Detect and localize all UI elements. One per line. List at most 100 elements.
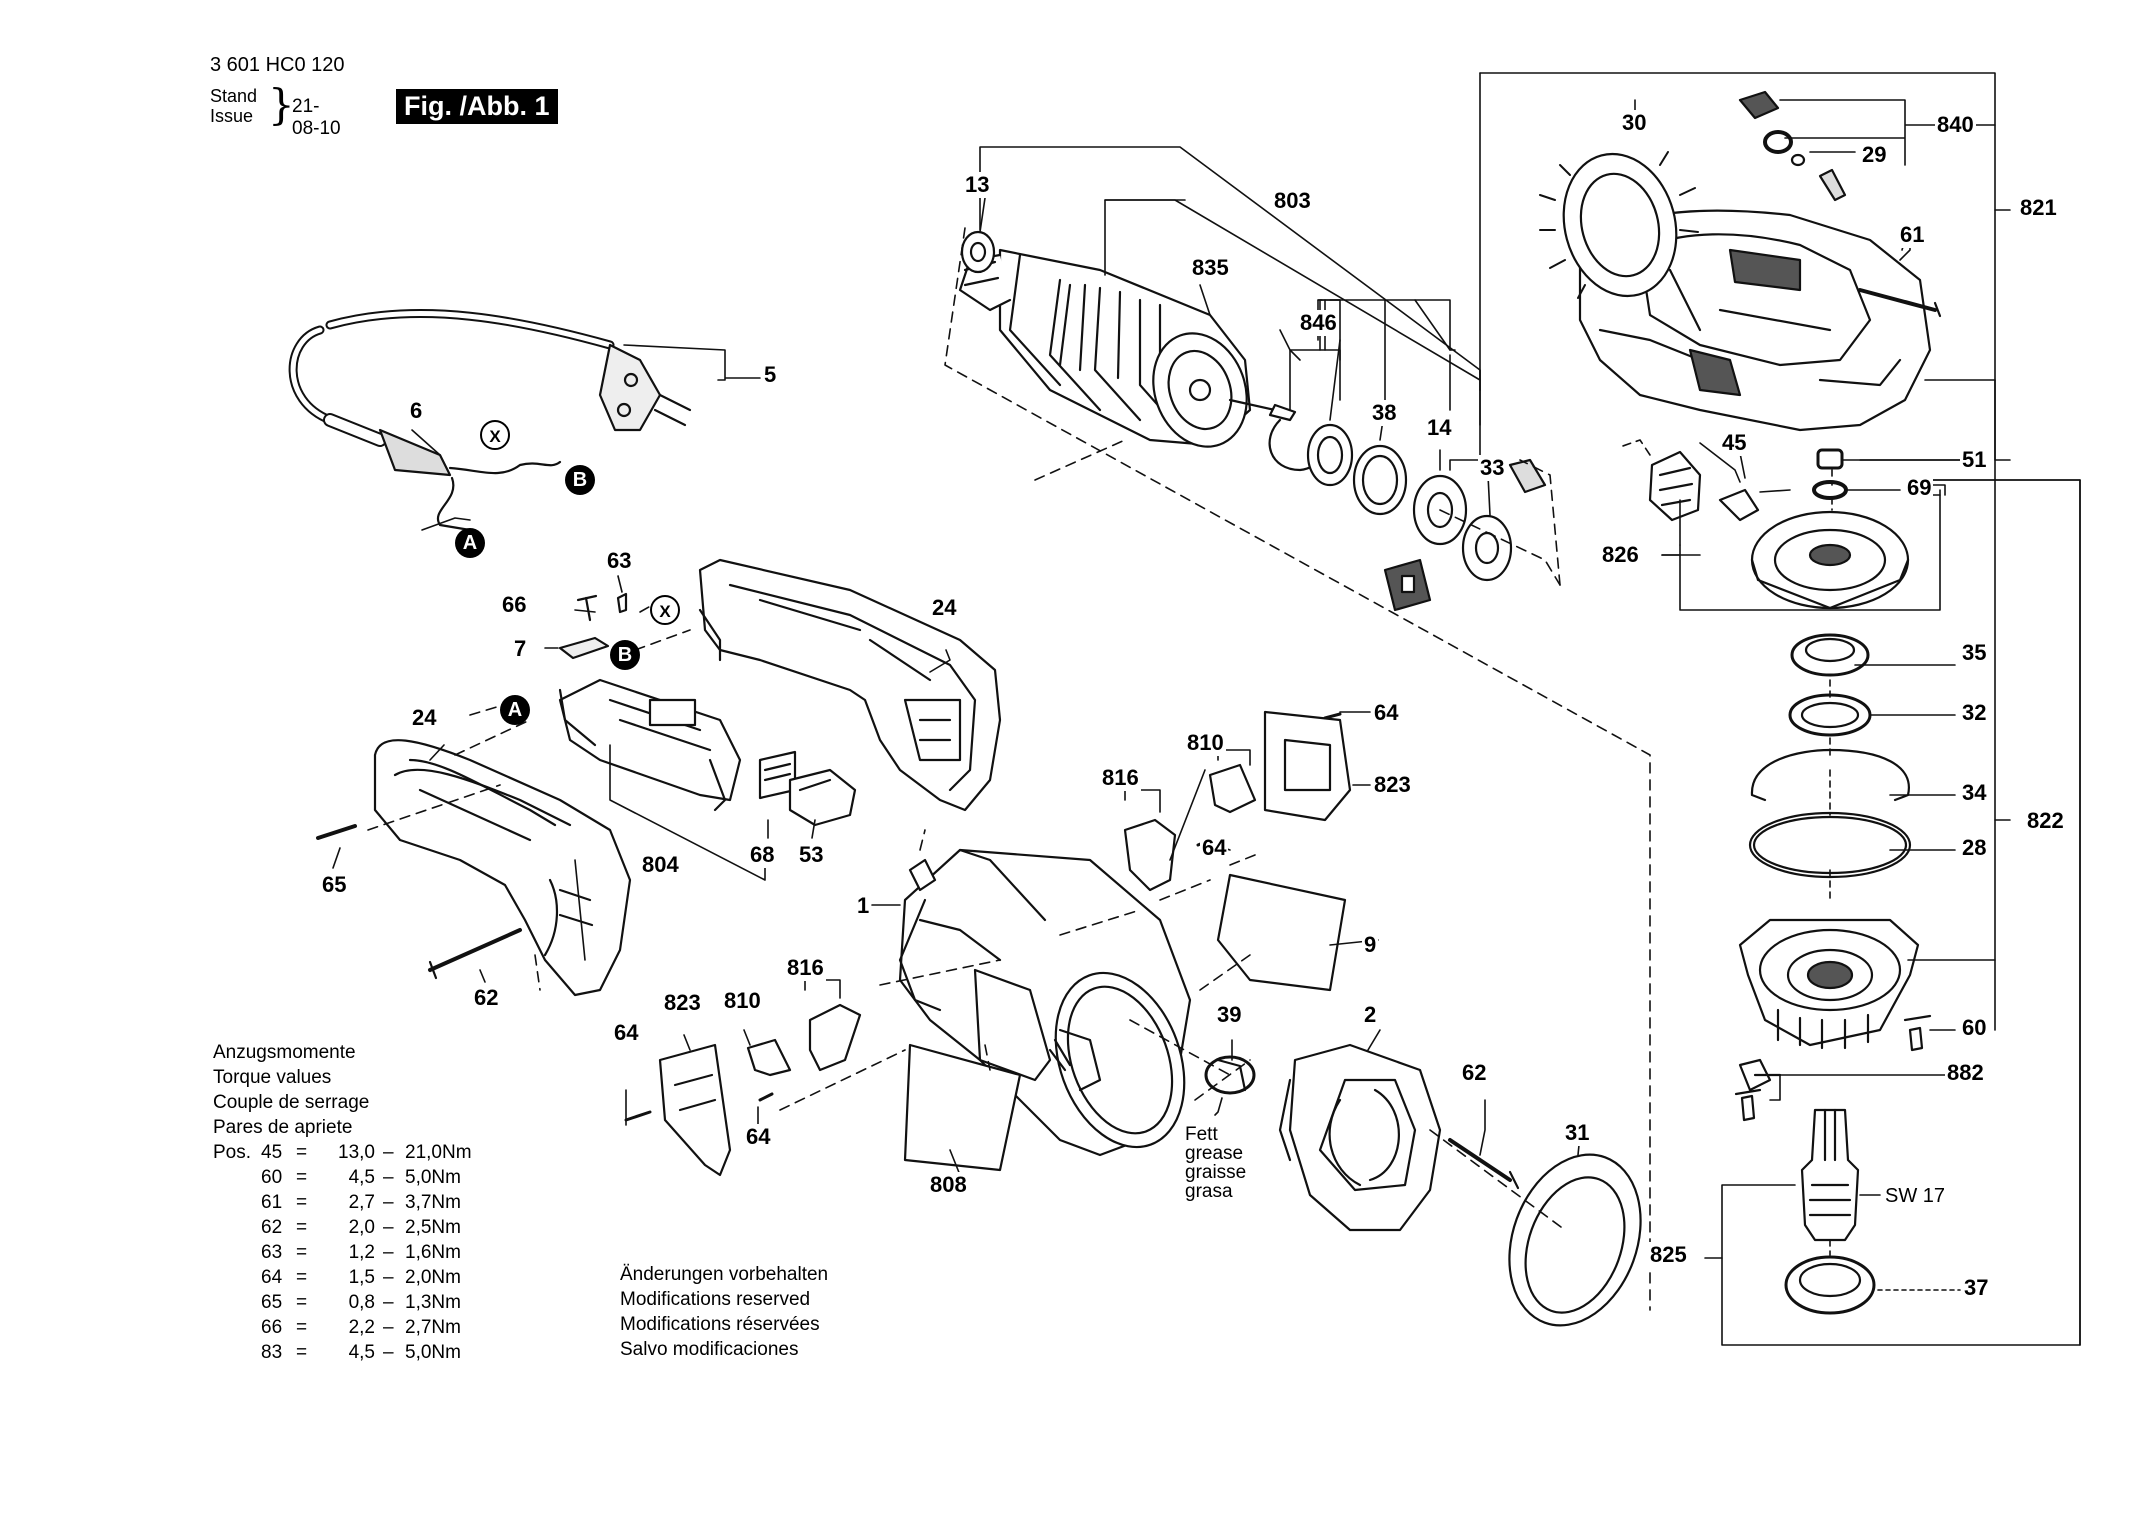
callout-p6: 6 [408,398,425,424]
torque-row: 61=2,7–3,7Nm [213,1190,461,1215]
callout-p825: 825 [1648,1242,1689,1268]
callout-p35: 35 [1960,640,1989,666]
torque-heading: Pares de apriete [213,1117,353,1138]
armature-drawing [958,248,1297,448]
torque-max: 1,6Nm [405,1242,461,1263]
torque-dash: – [383,1292,394,1313]
callout-p2: 2 [1362,1002,1379,1028]
callout-p62b: 62 [1460,1060,1489,1086]
torque-min: 0,8 [348,1292,375,1313]
modifications-line: Änderungen vorbehalten [620,1264,829,1285]
torque-row: 65=0,8–1,3Nm [213,1290,461,1315]
callout-p64b: 64 [744,1124,773,1150]
callout-p68: 68 [748,842,777,868]
callout-p24b: 24 [410,705,439,731]
document-header: 3 601 HC0 120 Stand Issue } 21-08-10 Fig… [210,54,558,139]
torque-position: 64 [261,1267,283,1288]
marker-b-filled: B [565,465,595,495]
switch-assembly-drawing [558,592,857,827]
marker-b-filled: B [610,640,640,670]
torque-min: 2,2 [348,1317,375,1338]
callout-p38: 38 [1370,400,1399,426]
torque-heading: Anzugsmomente [213,1042,356,1063]
torque-dash: – [383,1167,394,1188]
torque-dash: – [383,1267,394,1288]
torque-max: 2,0Nm [405,1267,461,1288]
stand-label: Stand [210,86,258,106]
callout-p64d: 64 [1200,835,1229,861]
torque-equals: = [296,1217,308,1238]
torque-min: 2,0 [348,1217,375,1238]
torque-equals: = [296,1167,308,1188]
callout-p7: 7 [512,636,529,662]
callout-p882: 882 [1945,1060,1986,1086]
torque-equals: = [296,1292,308,1313]
gear-head-drawing [1539,90,1942,432]
callout-p51: 51 [1960,447,1989,473]
callout-p840: 840 [1935,112,1976,138]
callout-p5: 5 [762,362,779,388]
motor-housing-drawing [898,848,1192,1157]
torque-max: 2,5Nm [405,1217,461,1238]
grease-note-line: Fett [1185,1124,1218,1145]
modifications-line: Modifications reserved [620,1289,811,1310]
torque-dash: – [383,1342,394,1363]
torque-max: 2,7Nm [405,1317,461,1338]
modifications-notice: Änderungen vorbehalten Modifications res… [620,1262,828,1362]
modifications-line: Modifications réservées [620,1314,820,1335]
torque-max: 3,7Nm [405,1192,461,1213]
callout-p37: 37 [1962,1275,1991,1301]
callout-p28: 28 [1960,835,1989,861]
torque-dash: – [383,1317,394,1338]
torque-row: 64=1,5–2,0Nm [213,1265,461,1290]
callout-p13: 13 [963,172,992,198]
callout-p69: 69 [1905,475,1934,501]
callout-p810a: 810 [722,988,763,1014]
grease-note: Fett grease graisse grasa [1185,1125,1246,1201]
torque-equals: = [296,1267,308,1288]
callout-p846: 846 [1298,310,1339,336]
brace-glyph: } [268,80,295,129]
callout-p65: 65 [320,872,349,898]
torque-dash: – [383,1142,394,1163]
torque-max: 5,0Nm [405,1167,461,1188]
torque-row: Pos.45=13,0–21,0Nm [213,1140,472,1165]
grease-note-line: grease [1185,1143,1244,1164]
torque-position: 62 [261,1217,283,1238]
torque-row: 83=4,5–5,0Nm [213,1340,461,1365]
callout-p24a: 24 [930,595,959,621]
callout-p821: 821 [2018,195,2059,221]
torque-position: 66 [261,1317,283,1338]
callout-p64a: 64 [612,1020,641,1046]
torque-dash: – [383,1242,394,1263]
callout-p9: 9 [1362,932,1379,958]
power-cord-drawing [288,309,692,532]
callout-p32: 32 [1960,700,1989,726]
callout-p1: 1 [855,893,872,919]
callout-p14: 14 [1425,415,1454,441]
torque-max: 21,0Nm [405,1142,472,1163]
callout-p810b: 810 [1185,730,1226,756]
figure-label: Fig. /Abb. 1 [396,89,558,124]
issue-date: 21-08-10 [292,96,341,139]
torque-position: 60 [261,1167,283,1188]
torque-values-table: Anzugsmomente Torque values Couple de se… [213,1040,472,1365]
torque-max: 1,3Nm [405,1292,461,1313]
torque-equals: = [296,1192,308,1213]
callout-p816b: 816 [1100,765,1141,791]
torque-min: 2,7 [348,1192,375,1213]
callout-p823a: 823 [662,990,703,1016]
callout-p816a: 816 [785,955,826,981]
handle-housing-upper-drawing [698,558,1002,812]
callout-p30: 30 [1620,110,1649,136]
callout-p34: 34 [1960,780,1989,806]
torque-equals: = [296,1317,308,1338]
callout-p60: 60 [1960,1015,1989,1041]
callout-p804: 804 [640,852,681,878]
callout-p53: 53 [797,842,826,868]
callout-p62a: 62 [472,985,501,1011]
callout-p45: 45 [1720,430,1749,456]
callout-p31: 31 [1563,1120,1592,1146]
torque-row: 63=1,2–1,6Nm [213,1240,461,1265]
